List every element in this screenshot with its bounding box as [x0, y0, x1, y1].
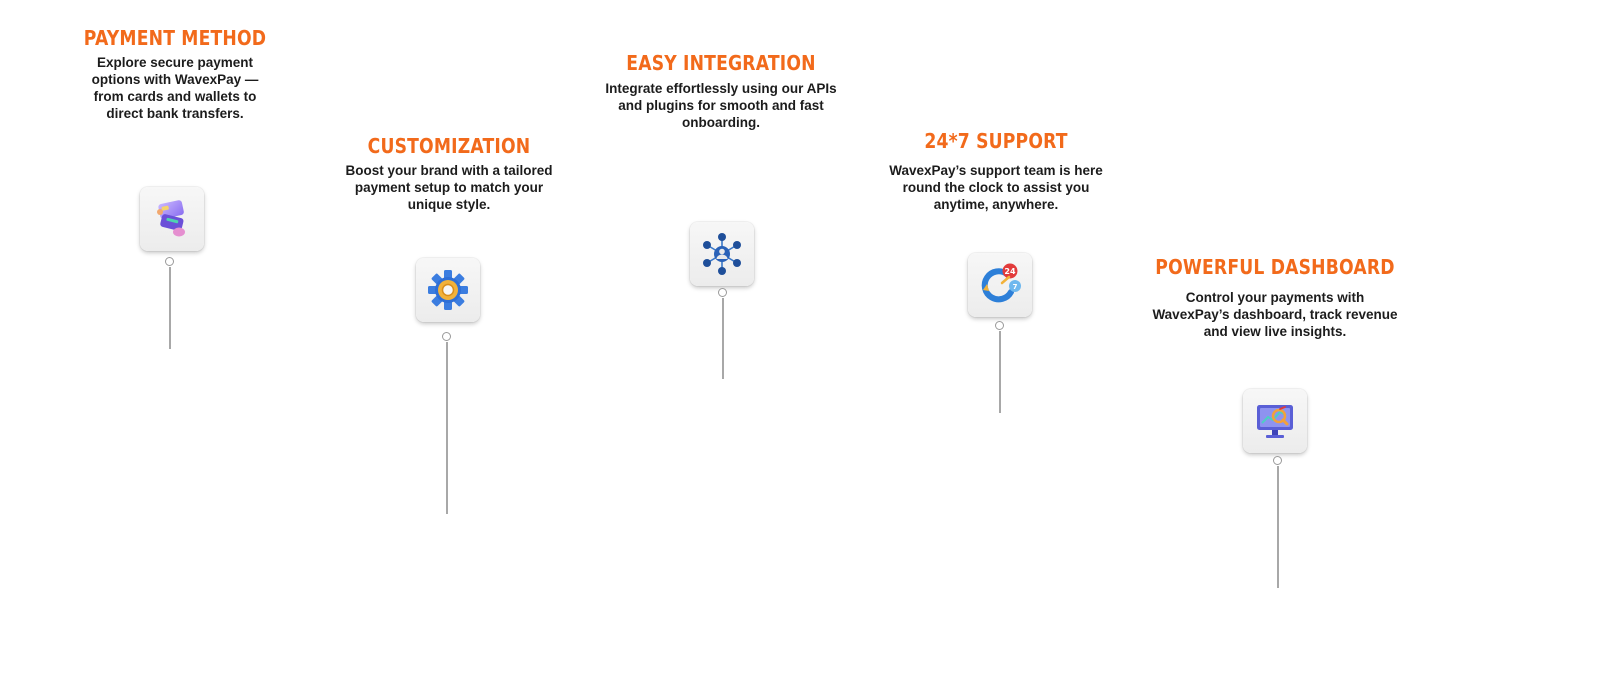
- svg-text:7: 7: [1013, 283, 1018, 291]
- connector-line: [999, 331, 1001, 413]
- connector-line: [169, 267, 171, 349]
- feature-title: CUSTOMIZATION: [367, 134, 531, 158]
- svg-text:24: 24: [1004, 267, 1016, 276]
- feature-title: EASY INTEGRATION: [626, 51, 816, 75]
- connector-dot: [442, 332, 451, 341]
- dashboard-monitor-icon: [1243, 389, 1307, 453]
- connector-line: [722, 298, 724, 379]
- network-icon: [690, 222, 754, 286]
- feature-description: Explore secure payment options with Wave…: [91, 55, 259, 121]
- feature-title: 24*7 SUPPORT: [924, 129, 1068, 153]
- connector-dot: [718, 288, 727, 297]
- connector-dot: [1273, 456, 1282, 465]
- connector-line: [446, 342, 448, 514]
- feature-description: Integrate effortlessly using our APIs an…: [605, 81, 837, 130]
- support-24-7-icon: 24 7: [968, 253, 1032, 317]
- connector-dot: [995, 321, 1004, 330]
- connector-dot: [165, 257, 174, 266]
- feature-description: WavexPay’s support team is here round th…: [889, 163, 1103, 212]
- gear-icon: [416, 258, 480, 322]
- feature-title: POWERFUL DASHBOARD: [1155, 255, 1395, 279]
- feature-description: Boost your brand with a tailored payment…: [345, 163, 553, 212]
- card-wallet-icon: [140, 187, 204, 251]
- feature-description: Control your payments with WavexPay’s da…: [1152, 290, 1398, 339]
- connector-line: [1277, 466, 1279, 588]
- feature-title: PAYMENT METHOD: [83, 26, 267, 50]
